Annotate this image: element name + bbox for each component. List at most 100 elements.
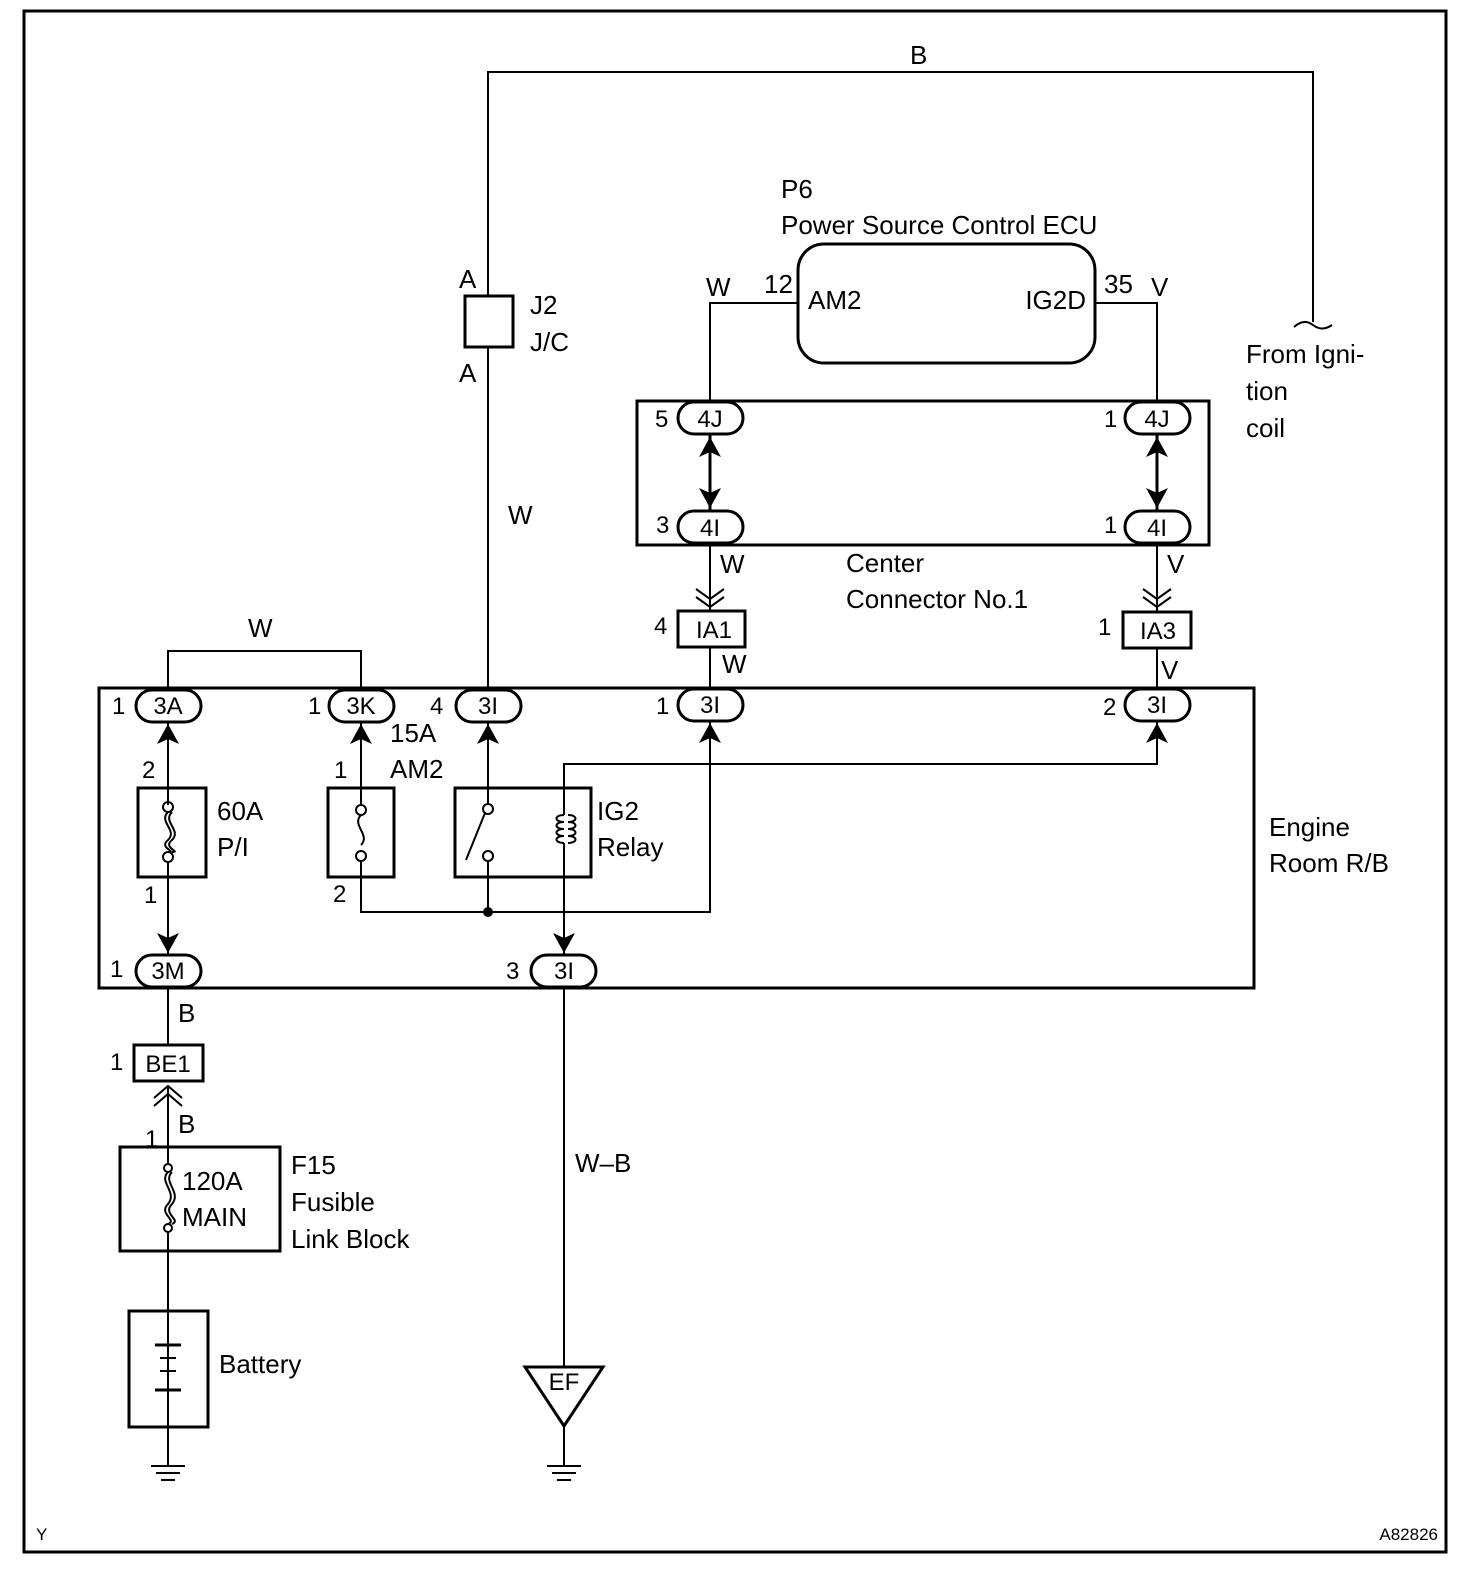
rb-arrow-3m bbox=[157, 933, 179, 953]
rb-3a: 3A bbox=[153, 693, 182, 720]
center-connector-no1: 4J 5 4J 1 4I 3 4I 1 Center Connector No.… bbox=[635, 399, 1211, 614]
rb-3k-pin: 1 bbox=[308, 693, 321, 720]
f15-rating: 120A bbox=[182, 1166, 243, 1196]
diagram-frame bbox=[22, 9, 1448, 1554]
ignition-line-3: coil bbox=[1246, 413, 1285, 443]
ecu-pin-ig2d-name: IG2D bbox=[1025, 285, 1086, 315]
rb-line-1: Engine bbox=[1269, 812, 1350, 842]
frame-corner-right: A82826 bbox=[1379, 1525, 1438, 1544]
ground-point-ef: EF bbox=[522, 1365, 606, 1481]
cc-4i-left: 4I bbox=[700, 515, 720, 542]
rb-3a-pin: 1 bbox=[112, 693, 125, 720]
ecu-name: Power Source Control ECU bbox=[781, 210, 1097, 240]
cc-line-1: Center bbox=[846, 548, 924, 578]
rb-wire-coil bbox=[563, 721, 1158, 815]
wire-b-3m-color: B bbox=[178, 998, 195, 1028]
rb-3k: 3K bbox=[346, 693, 375, 720]
cc-line-2: Connector No.1 bbox=[846, 584, 1028, 614]
connector-ia1: IA1 4 bbox=[654, 609, 747, 649]
f15-id: F15 bbox=[291, 1150, 336, 1180]
fuse-pi-pin-bottom: 1 bbox=[144, 882, 157, 909]
j2-id: J2 bbox=[530, 290, 557, 320]
rb-3i-a-pin: 4 bbox=[430, 693, 443, 720]
fuse-am2-pin-top: 1 bbox=[334, 757, 347, 784]
wire-w-3a-3k bbox=[167, 650, 362, 689]
ia1-chevron-2 bbox=[695, 596, 725, 609]
cc-4i-right-pin: 1 bbox=[1104, 512, 1117, 539]
wire-b-top-color: B bbox=[910, 40, 927, 70]
ia3-label: IA3 bbox=[1140, 618, 1176, 645]
ignition-line-2: tion bbox=[1246, 376, 1288, 406]
connector-be1: BE1 1 bbox=[110, 1043, 205, 1083]
f15-name: MAIN bbox=[182, 1202, 247, 1232]
ia3-pin: 1 bbox=[1098, 614, 1111, 641]
engine-room-relay-block: Engine Room R/B 3A 1 3K 1 3I 4 3I 1 3I 2… bbox=[97, 686, 1389, 990]
rb-3m-pin: 1 bbox=[110, 956, 123, 983]
j2-junction-connector: A A J2 J/C bbox=[459, 264, 569, 388]
cc-4j-left: 4J bbox=[697, 406, 722, 433]
ia1-pin: 4 bbox=[654, 613, 667, 640]
wire-v-ig2d bbox=[1095, 302, 1158, 402]
rb-junction-dot bbox=[483, 907, 493, 917]
rb-3i-a: 3I bbox=[478, 693, 498, 720]
be1-pin: 1 bbox=[110, 1049, 123, 1076]
j2-name: J/C bbox=[530, 327, 569, 357]
wire-w-j2-color: W bbox=[508, 500, 533, 530]
cc-4j-right-pin: 1 bbox=[1104, 406, 1117, 433]
ecu-pin-am2-name: AM2 bbox=[808, 285, 861, 315]
relay-line-1: IG2 bbox=[597, 796, 639, 826]
rb-3i-d: 3I bbox=[554, 958, 574, 985]
fuse-pi-pin-top: 2 bbox=[142, 757, 155, 784]
rb-3i-c: 3I bbox=[1147, 692, 1167, 719]
cc-4i-left-pin: 3 bbox=[656, 512, 669, 539]
rb-line-2: Room R/B bbox=[1269, 848, 1389, 878]
ecu-pin-am2-num: 12 bbox=[764, 269, 793, 299]
ground-ef-label: EF bbox=[549, 1369, 580, 1396]
frame-corner-left: Y bbox=[36, 1525, 47, 1544]
ignition-line-1: From Igni- bbox=[1246, 339, 1364, 369]
fuse-pi-rating: 60A bbox=[217, 796, 264, 826]
wire-w-am2-color: W bbox=[706, 272, 731, 302]
cc-4i-right: 4I bbox=[1147, 515, 1167, 542]
ig2-relay bbox=[453, 786, 593, 879]
wire-v-ig2d-color: V bbox=[1151, 272, 1169, 302]
wire-w-cc-color: W bbox=[720, 549, 745, 579]
j2-pin-top: A bbox=[459, 264, 477, 294]
rb-3i-c-pin: 2 bbox=[1103, 694, 1116, 721]
wire-w-am2 bbox=[709, 302, 798, 402]
ia3-chevron-1 bbox=[1142, 588, 1172, 601]
f15-line-2: Fusible bbox=[291, 1187, 375, 1217]
rb-arrow-3i-d bbox=[553, 933, 575, 953]
ecu-pin-ig2d-num: 35 bbox=[1104, 269, 1133, 299]
fuse-pi-name: P/I bbox=[217, 832, 249, 862]
wire-w-3a-3k-color: W bbox=[248, 613, 273, 643]
j2-pin-bottom: A bbox=[459, 358, 477, 388]
connector-ia3: IA3 1 bbox=[1098, 610, 1193, 650]
f15-line-3: Link Block bbox=[291, 1224, 410, 1254]
relay-line-2: Relay bbox=[597, 832, 663, 862]
rb-3i-d-pin: 3 bbox=[506, 958, 519, 985]
ecu-id: P6 bbox=[781, 174, 813, 204]
cc-arrow-left-down bbox=[699, 488, 721, 508]
rb-3i-b-pin: 1 bbox=[656, 693, 669, 720]
cc-4j-left-pin: 5 bbox=[655, 406, 668, 433]
wire-wb-ground-color: W–B bbox=[575, 1148, 631, 1178]
battery-label: Battery bbox=[219, 1349, 301, 1379]
ignition-coil-source: From Igni- tion coil bbox=[1246, 339, 1364, 443]
wire-b-f15-color: B bbox=[178, 1109, 195, 1139]
wire-b-top: B bbox=[487, 40, 1333, 330]
fuse-am2-rating: 15A bbox=[390, 718, 437, 748]
ia1-chevron-1 bbox=[695, 588, 725, 601]
wire-v-ia3-color: V bbox=[1161, 655, 1179, 685]
be1-label: BE1 bbox=[145, 1051, 190, 1078]
ia1-label: IA1 bbox=[696, 617, 732, 644]
rb-3i-b: 3I bbox=[700, 692, 720, 719]
fuse-pi bbox=[136, 786, 208, 879]
cc-arrow-left-up bbox=[699, 437, 721, 457]
fusible-link-block-f15: 1 120A MAIN F15 Fusible Link Block bbox=[118, 1126, 410, 1254]
ia3-chevron-2 bbox=[1142, 596, 1172, 609]
rb-wire-am2-out bbox=[360, 721, 711, 913]
battery: Battery bbox=[127, 1309, 301, 1429]
cc-4j-right: 4J bbox=[1144, 406, 1169, 433]
f15-pin: 1 bbox=[145, 1126, 158, 1153]
